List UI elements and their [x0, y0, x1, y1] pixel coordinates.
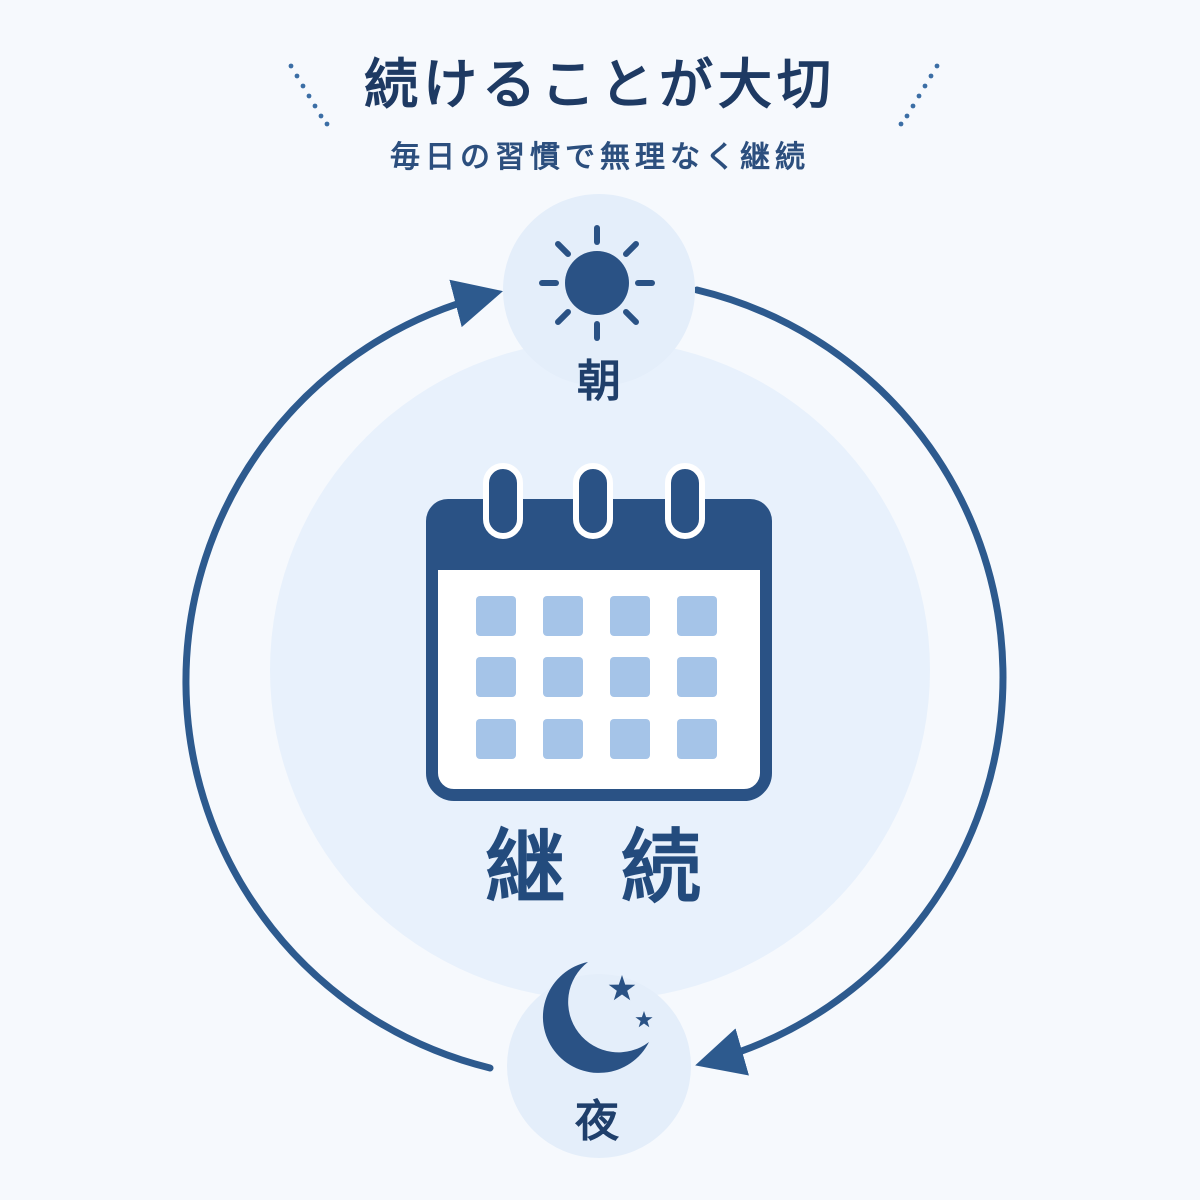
- moon-stars-icon: [542, 962, 653, 1073]
- page-title: 続けることが大切: [364, 53, 836, 116]
- calendar-day-cell: [543, 719, 583, 759]
- title-decoration-right: [898, 63, 940, 127]
- morning-label: 朝: [577, 356, 621, 407]
- calendar-day-cell: [677, 719, 717, 759]
- calendar-day-cell: [610, 657, 650, 697]
- cycle-arrow-left: [182, 279, 503, 1072]
- calendar-day-cell: [677, 657, 717, 697]
- calendar-day-grid: [476, 596, 717, 759]
- sun-icon: [539, 225, 655, 341]
- calendar-day-cell: [610, 719, 650, 759]
- night-label: 夜: [575, 1096, 619, 1147]
- calendar-day-cell: [677, 596, 717, 636]
- title-decoration-left: [288, 63, 330, 127]
- cycle-arrow-right: [693, 286, 1007, 1076]
- continuation-label: 継 続: [485, 821, 715, 914]
- calendar-ring: [573, 463, 613, 539]
- page-subtitle: 毎日の習慣で無理なく継続: [390, 140, 810, 175]
- calendar-ring: [483, 463, 523, 539]
- calendar-day-cell: [543, 657, 583, 697]
- calendar-day-cell: [476, 657, 516, 697]
- calendar-ring: [665, 463, 705, 539]
- calendar-icon: [426, 463, 772, 801]
- calendar-day-cell: [610, 596, 650, 636]
- calendar-day-cell: [476, 596, 516, 636]
- night-node: [507, 962, 691, 1158]
- morning-node: [503, 194, 695, 386]
- calendar-day-cell: [543, 596, 583, 636]
- calendar-day-cell: [476, 719, 516, 759]
